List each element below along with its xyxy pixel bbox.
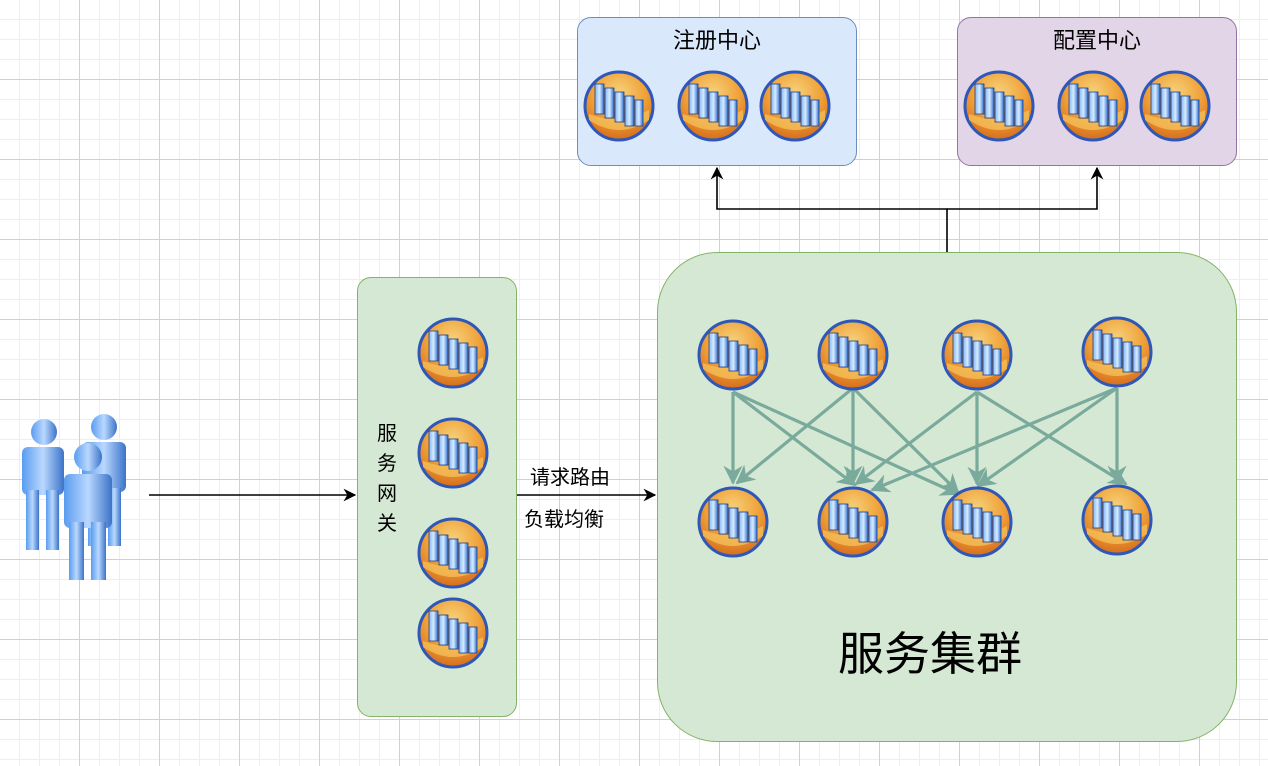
server-node-icon [417,597,489,669]
mesh-arrow [976,386,1118,488]
server-node-icon [677,70,749,142]
mesh-arrow [870,386,1118,493]
route-label-request-routing: 请求路由 [530,465,610,489]
server-node-icon [759,70,831,142]
user-figure-front [64,443,112,580]
service-mesh-arrows [723,386,1128,496]
config-center-title: 配置中心 [1052,29,1141,54]
server-node-icon [817,319,889,391]
server-node-icon [417,317,489,389]
server-node-icon [941,486,1013,558]
server-node-icon [417,417,489,489]
service-cluster-title: 服务集群 [838,627,1022,681]
users-icon [16,412,129,580]
server-node-icon [1139,70,1211,142]
mesh-arrow [732,390,960,496]
mesh-arrow [735,386,855,485]
mesh-arrow [854,390,978,486]
cluster-to-registry-arrow [710,166,948,252]
server-node-icon [1057,70,1129,142]
server-node-icon [817,486,889,558]
server-node-icon [941,319,1013,391]
server-node-icon [1081,484,1153,556]
mesh-arrow [976,390,1128,486]
registry-center-title: 注册中心 [672,29,761,54]
server-node-icon [697,319,769,391]
mesh-arrow [851,386,960,494]
server-node-icon [1081,316,1153,388]
server-node-icon [963,70,1035,142]
server-node-icon [697,486,769,558]
server-node-icon [583,70,655,142]
service-gateway-title: 服务网关 [377,421,397,535]
mesh-arrow [732,390,857,487]
server-node-icon [417,517,489,589]
user-figure-back-left [22,419,64,550]
route-label-load-balancing: 负载均衡 [524,507,604,531]
cluster-to-config-arrow [947,166,1104,210]
